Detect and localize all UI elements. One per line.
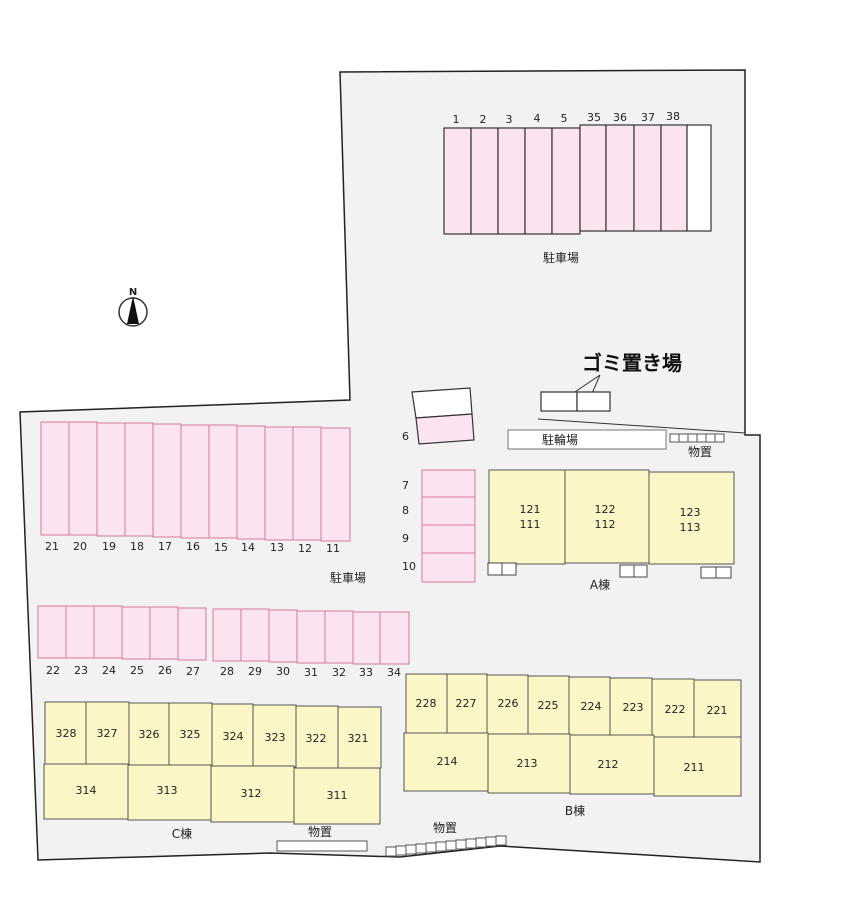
storage-c — [276, 840, 368, 852]
map-label: 7 — [402, 479, 409, 492]
building-a — [487, 469, 735, 579]
storage-label-a: 物置 — [688, 445, 712, 459]
map-label: 225 — [538, 699, 559, 712]
map-label: 312 — [241, 787, 262, 800]
parking-space-5: 5 — [561, 112, 568, 125]
map-label: 17 — [158, 540, 172, 553]
map-label: 32 — [332, 666, 346, 679]
map-label: 16 — [186, 540, 200, 553]
map-label: 314 — [76, 784, 97, 797]
map-label: 13 — [270, 541, 284, 554]
map-label: 311 — [327, 789, 348, 802]
parking-lot-west-bottom — [37, 605, 410, 665]
garbage-box-2 — [576, 391, 611, 412]
map-label: 121 — [520, 503, 541, 516]
map-label: 34 — [387, 666, 401, 679]
building-c-label: C棟 — [172, 826, 192, 841]
north-compass-icon: N — [118, 287, 148, 327]
map-label: 19 — [102, 540, 116, 553]
map-label: 211 — [684, 761, 705, 774]
map-label: 324 — [223, 730, 244, 743]
map-label: 30 — [276, 665, 290, 678]
garbage-box-1 — [540, 391, 578, 412]
map-label: 111 — [520, 518, 541, 531]
map-label: 8 — [402, 504, 409, 517]
map-label: 11 — [326, 542, 340, 555]
map-label: 328 — [56, 727, 77, 740]
storage-a — [669, 433, 725, 443]
parking-label-north: 駐車場 — [543, 250, 579, 265]
map-label: 21 — [45, 540, 59, 553]
map-label: 10 — [402, 560, 416, 573]
map-label: 224 — [581, 700, 602, 713]
map-label: 321 — [348, 732, 369, 745]
property-boundary — [19, 69, 761, 863]
map-label: 213 — [517, 757, 538, 770]
map-label: 226 — [498, 697, 519, 710]
map-label: 22 — [46, 664, 60, 677]
map-label: 33 — [359, 666, 373, 679]
map-label: 228 — [416, 697, 437, 710]
parking-middle — [421, 469, 476, 583]
map-label: 123 — [680, 506, 701, 519]
map-label: 6 — [402, 430, 409, 443]
storage-label-c: 物置 — [308, 825, 332, 839]
map-label: 214 — [437, 755, 458, 768]
bicycle-parking — [507, 429, 667, 450]
map-label: 29 — [248, 665, 262, 678]
map-label: 28 — [220, 665, 234, 678]
map-label: 20 — [73, 540, 87, 553]
parking-space-1: 1 — [453, 113, 460, 126]
storage-b — [385, 835, 507, 857]
map-label: 27 — [186, 665, 200, 678]
parking-space-36: 36 — [613, 111, 627, 124]
parking-space-37: 37 — [641, 111, 655, 124]
map-label: 212 — [598, 758, 619, 771]
building-b-label: B棟 — [565, 803, 585, 818]
building-b — [403, 673, 742, 797]
map-label: 駐輪場 — [542, 432, 578, 447]
map-label: 113 — [680, 521, 701, 534]
parking-space-35: 35 — [587, 111, 601, 124]
parking-space-3: 3 — [506, 113, 513, 126]
map-label: N — [129, 287, 137, 298]
parking-space-2: 2 — [480, 113, 487, 126]
map-label: 327 — [97, 727, 118, 740]
map-label: 322 — [306, 732, 327, 745]
parking-lot-west-top — [40, 421, 351, 542]
building-c — [43, 701, 382, 825]
map-label: 221 — [707, 704, 728, 717]
building-a-label: A棟 — [590, 577, 610, 592]
map-label: 223 — [623, 701, 644, 714]
map-label: 26 — [158, 664, 172, 677]
parking-space-4: 4 — [534, 112, 541, 125]
garbage-area-label: ゴミ置き場 — [582, 351, 682, 375]
map-label: 25 — [130, 664, 144, 677]
map-label: 31 — [304, 666, 318, 679]
map-label: 325 — [180, 728, 201, 741]
parking-lot-north — [443, 124, 712, 235]
map-label: 222 — [665, 703, 686, 716]
parking-space-6-box — [411, 387, 475, 445]
map-label: 326 — [139, 728, 160, 741]
map-label: 313 — [157, 784, 178, 797]
map-label: 112 — [595, 518, 616, 531]
map-label: 23 — [74, 664, 88, 677]
map-label: 323 — [265, 731, 286, 744]
map-label: 9 — [402, 532, 409, 545]
map-label: 24 — [102, 664, 116, 677]
map-label: 227 — [456, 697, 477, 710]
map-label: 12 — [298, 542, 312, 555]
map-label: 18 — [130, 540, 144, 553]
map-label: 14 — [241, 541, 255, 554]
parking-label-west: 駐車場 — [330, 570, 366, 585]
parking-space-38: 38 — [666, 110, 680, 123]
storage-label-b: 物置 — [433, 821, 457, 835]
map-label: 15 — [214, 541, 228, 554]
map-label: 122 — [595, 503, 616, 516]
